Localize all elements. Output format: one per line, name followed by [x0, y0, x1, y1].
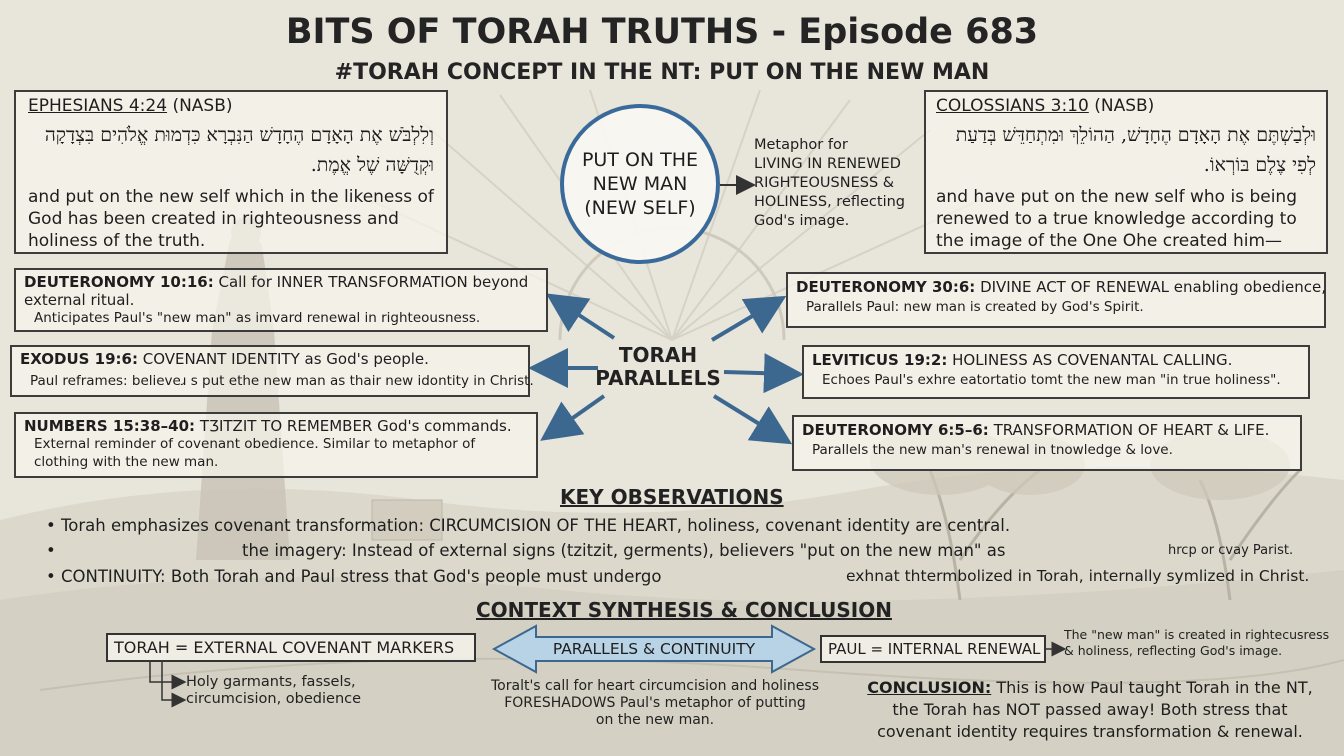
verse-heading: EPHESIANS 4:24 (NASB)	[28, 96, 434, 116]
parallel-heading-cont: external ritual.	[24, 291, 135, 309]
metaphor-line: Metaphor for	[754, 137, 848, 153]
parallel-box-deut-10-16: DEUTERONOMY 10:16: Call for INNER TRANSF…	[14, 268, 548, 332]
parallels-continuity-label: PARALLELS & CONTINUITY	[552, 640, 756, 658]
parallel-heading: DEUTERONOMY 10:16: Call for INNER TRANSF…	[24, 273, 538, 291]
parallel-detail: Paul reframes: believeɹ s put ethe new m…	[30, 373, 534, 389]
parallel-detail: External reminder of covenant obedience.…	[34, 436, 476, 452]
parallel-detail: Parallels Paul: new man is created by Go…	[806, 299, 1144, 315]
observation-line-3: • CONTINUITY: Both Torah and Paul stress…	[46, 567, 662, 586]
ephesians-verse-box: EPHESIANS 4:24 (NASB) וְלִלְבֹּשׁ אֶת הָ…	[14, 90, 448, 254]
torah-parallels-hub: TORAH PARALLELS	[588, 344, 728, 390]
parallel-heading: DEUTERONOMY 30:6: DIVINE ACT OF RENEWAL …	[796, 278, 1326, 296]
parallel-heading-rest: COVENANT IDENTITY as God's people.	[138, 350, 429, 368]
parallel-ref: DEUTERONOMY 30:6:	[796, 278, 976, 296]
colossians-verse-box: COLOSSIANS 3:10 (NASB) וּלְבַשְׁתֶּם אֶת…	[924, 90, 1328, 254]
verse-reference: EPHESIANS 4:24	[28, 96, 168, 116]
new-man-circle: PUT ON THE NEW MAN (NEW SELF)	[560, 104, 720, 264]
parallel-ref: EXODUS 19:6:	[20, 350, 138, 368]
middle-text-line: on the new man.	[595, 712, 715, 728]
parallel-detail: clothing with the new man.	[34, 454, 219, 470]
circle-line: NEW MAN	[592, 173, 688, 195]
torah-item: circumcision, obedience	[186, 691, 362, 707]
parallel-heading: EXODUS 19:6: COVENANT IDENTITY as God's …	[20, 350, 520, 368]
parallel-heading-rest: TRANSFORMATION OF HEART & LIFE.	[988, 421, 1270, 439]
parallel-heading: NUMBERS 15:38–40: TƷITZIT TO REMEMBER Go…	[24, 417, 528, 435]
observation-line-1: • Torah emphasizes covenant transformati…	[46, 516, 1011, 535]
conclusion-line-3: covenant identity requires transformatio…	[877, 722, 1303, 741]
hub-line: TORAH	[618, 343, 698, 367]
metaphor-line: RIGHTEOUSNESS &	[754, 175, 895, 191]
parallel-heading-rest: DIVINE ACT OF RENEWAL enabling obedience…	[975, 278, 1326, 296]
hebrew-text: וּלְבַשְׁתֶּם אֶת הָאָדָם הֶחָדָשׁ, הַהו…	[955, 124, 1316, 176]
paul-marker-note: The "new man" is created in rightecusres…	[1064, 627, 1329, 659]
observation-line-2-end: hrcp or cvay Parist.	[1168, 543, 1294, 558]
metaphor-line: LIVING IN RENEWED	[754, 156, 901, 172]
hub-line: PARALLELS	[595, 366, 721, 390]
parallel-box-leviticus-19-2: LEVITICUS 19:2: HOLINESS AS COVENANTAL C…	[802, 345, 1310, 399]
circle-line: (NEW SELF)	[584, 197, 696, 219]
metaphor-line: God's image.	[754, 213, 850, 229]
verse-version: (NASB)	[1094, 96, 1155, 116]
conclusion-line-1: CONCLUSION: This is how Paul taught Tora…	[860, 677, 1320, 699]
conclusion-block: CONCLUSION: This is how Paul taught Tora…	[860, 677, 1320, 743]
page-title: BITS OF TORAH TRUTHS - Episode 683	[285, 12, 1039, 52]
paul-note-line: The "new man" is created in rightecusres…	[1064, 627, 1330, 642]
conclusion-label: CONCLUSION:	[867, 678, 992, 697]
observation-line-3-end: exhnat thtermbolized in Torah, internall…	[846, 567, 1310, 585]
metaphor-note: Metaphor for LIVING IN RENEWED RIGHTEOUS…	[754, 136, 924, 231]
parallel-box-exodus-19-6: EXODUS 19:6: COVENANT IDENTITY as God's …	[10, 345, 534, 397]
page-subtitle: #TORAH CONCEPT IN THE NT: PUT ON THE NEW…	[334, 60, 990, 85]
verse-reference: COLOSSIANS 3:10	[936, 96, 1089, 116]
parallel-heading-rest: Call for INNER TRANSFORMATION beyond	[213, 273, 529, 291]
parallel-heading: DEUTERONOMY 6:5–6: TRANSFORMATION OF HEA…	[802, 421, 1292, 439]
synthesis-title: CONTEXT SYNTHESIS & CONCLUSION	[476, 598, 892, 622]
torah-marker-items: Holy garmants, fassels, circumcision, ob…	[186, 674, 361, 708]
parallel-box-deut-30-6: DEUTERONOMY 30:6: DIVINE ACT OF RENEWAL …	[786, 272, 1326, 328]
english-text: and have put on the new self who is bein…	[936, 187, 1297, 251]
parallel-ref: LEVITICUS 19:2:	[812, 351, 948, 369]
paul-note-line: & holiness, reflecting God's image.	[1064, 643, 1283, 658]
middle-text-line: FORESHADOWS Paul's metaphor of putting	[504, 695, 806, 711]
middle-text-line: Toralt's call for heart circumcision and…	[491, 678, 819, 694]
parallels-continuity-text: Toralt's call for heart circumcision and…	[480, 678, 830, 729]
parallel-detail: Echoes Paul's exhre eatortatio tomt the …	[822, 372, 1281, 388]
paul-internal-marker: PAUL = INTERNAL RENEWAL	[820, 635, 1046, 663]
english-text: and put on the new self which in the lik…	[28, 187, 434, 251]
conclusion-line-2: the Torah has NOT passed away! Both stre…	[892, 700, 1288, 719]
observation-bullet-2: •	[46, 541, 56, 560]
parallel-detail: Anticipates Paul's "new man" as imvard r…	[34, 310, 481, 326]
parallel-ref: DEUTERONOMY 10:16:	[24, 273, 214, 291]
parallel-ref: DEUTERONOMY 6:5–6:	[802, 421, 989, 439]
parallel-box-numbers-15: NUMBERS 15:38–40: TƷITZIT TO REMEMBER Go…	[14, 412, 538, 478]
parallel-detail: Parallels the new man's renewal in tnowl…	[812, 442, 1173, 458]
parallel-ref: NUMBERS 15:38–40:	[24, 417, 196, 435]
torah-external-marker: TORAH = EXTERNAL COVENANT MARKERS	[106, 633, 476, 662]
metaphor-line: HOLINESS, reflecting	[754, 194, 906, 210]
parallel-box-deut-6-5: DEUTERONOMY 6:5–6: TRANSFORMATION OF HEA…	[792, 415, 1302, 471]
verse-version: (NASB)	[172, 96, 233, 116]
parallel-heading-rest: TƷITZIT TO REMEMBER God's commands.	[195, 417, 512, 435]
verse-heading: COLOSSIANS 3:10 (NASB)	[936, 96, 1316, 116]
conclusion-text: This is how Paul taught Torah in the NT,	[991, 678, 1313, 697]
circle-line: PUT ON THE	[581, 149, 699, 171]
hebrew-text: וְלִלְבֹּשׁ אֶת הָאָדָם הֶחָדָשׁ הַנִּבְ…	[44, 124, 434, 176]
observation-line-2: the imagery: Instead of external signs (…	[242, 541, 1006, 560]
parallel-heading-rest: HOLINESS AS COVENANTAL CALLING.	[947, 351, 1233, 369]
parallel-heading: LEVITICUS 19:2: HOLINESS AS COVENANTAL C…	[812, 351, 1300, 369]
key-observations-title: KEY OBSERVATIONS	[560, 485, 784, 509]
torah-item: Holy garmants, fassels,	[186, 674, 356, 690]
